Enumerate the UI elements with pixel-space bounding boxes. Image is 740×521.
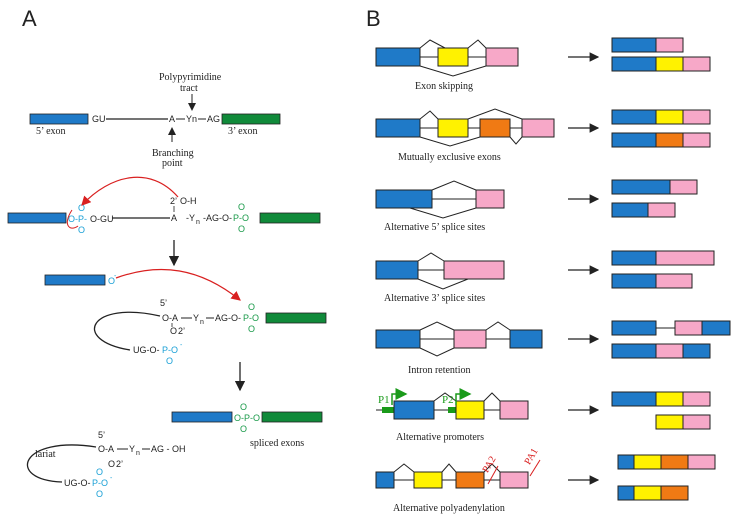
title-alt-promoters: Alternative promoters [396,432,484,443]
svg-text:A: A [171,213,177,223]
svg-text:AG-O-: AG-O- [215,313,241,323]
svg-text:-AG-O-: -AG-O- [203,213,232,223]
exon3-box [221,113,281,125]
branching-label-2: point [162,158,183,169]
yn-label: Yn [186,114,197,124]
svg-text:P-O: P-O [92,478,108,488]
polya-pa2: PA2 [481,455,499,475]
promoter-p1: P1 [378,394,390,406]
svg-text:O: O [248,302,255,312]
title-mutually-exclusive: Mutually exclusive exons [398,152,501,163]
ag-label: AG [207,114,220,124]
svg-text:5’: 5’ [160,298,167,308]
result-arrows [568,52,600,485]
svg-text:P-O: P-O [243,313,259,323]
svg-text:2’: 2’ [116,459,123,469]
svg-text:2’: 2’ [170,196,177,206]
svg-text:-: - [110,475,113,482]
svg-text:O: O [96,467,103,477]
title-intron-retention: Intron retention [408,365,470,376]
svg-text:P-O: P-O [233,213,249,223]
svg-text:O: O [248,324,255,334]
lariat-label: lariat [35,449,56,460]
svg-text:O: O [240,402,247,412]
svg-text:O-H: O-H [180,196,197,206]
row-exon-skipping: Exon skipping [375,37,711,92]
svg-text:n: n [196,219,200,226]
svg-text:O: O [238,224,245,234]
row-alt-promoters: P1 P2 Alternative promoters [376,388,711,443]
title-alt-3-splice: Alternative 3’ splice sites [384,293,485,304]
spliced-exons-label: spliced exons [250,438,304,449]
svg-text:O: O [108,459,115,469]
pre-mrna: GU A Yn AG 5’ exon 3’ exon Polypyrimidin… [29,72,281,169]
polypyrimidine-label-2: tract [180,83,198,94]
row-alt-5-splice: Alternative 5’ splice sites [375,179,698,233]
branching-label-1: Branching [152,148,194,159]
a-label: A [169,114,175,124]
svg-text:O: O [170,326,177,336]
svg-text:-: - [114,273,117,280]
exon5-label: 5’ exon [36,126,66,137]
svg-text:UG-O-: UG-O- [133,345,160,355]
row-intron-retention: Intron retention [375,320,731,376]
exon5-box [29,113,89,125]
svg-text:O: O [78,225,85,235]
svg-text:P-O: P-O [162,345,178,355]
svg-text:Y: Y [193,313,199,323]
svg-text:n: n [136,450,140,457]
svg-text:O: O [238,202,245,212]
step2: O - 5’ O-A Y n AG-O- P-O O O O 2’ UG-O- … [44,268,327,366]
polypyrimidine-label-1: Polypyrimidine [159,72,222,83]
svg-text:O: O [240,424,247,434]
svg-text:O-P-O: O-P-O [234,413,260,423]
svg-text:2’: 2’ [178,326,185,336]
svg-text:O: O [96,489,103,499]
step1: O-P- O-GU O O A 2’ O-H -Y n -AG-O- P-O O… [7,176,321,235]
row-mutually-exclusive: Mutually exclusive exons [375,108,711,163]
row-alt-polya: PA2 PA1 Alternative polyadenylation [375,447,716,514]
gu-label: GU [92,114,106,124]
step3: O-P-O O O spliced exons 5’ O-A Y n AG - … [26,402,323,499]
svg-text:O-A: O-A [162,313,178,323]
title-exon-skipping: Exon skipping [415,81,473,92]
title-alt-5-splice: Alternative 5’ splice sites [384,222,485,233]
title-alt-polya: Alternative polyadenylation [393,503,505,514]
svg-text:O: O [78,203,85,213]
svg-text:Y: Y [129,444,135,454]
exon3-label: 3’ exon [228,126,258,137]
svg-text:n: n [200,319,204,326]
svg-text:O-P-: O-P- [68,214,87,224]
svg-text:-Y: -Y [186,213,195,223]
svg-text:5’: 5’ [98,430,105,440]
svg-text:O-A: O-A [98,444,114,454]
row-alt-3-splice: Alternative 3’ splice sites [375,250,715,304]
svg-text:UG-O-: UG-O- [64,478,91,488]
panel-b-label: B [366,6,381,31]
svg-text:O: O [166,356,173,366]
svg-text:O-GU: O-GU [90,214,114,224]
svg-text:-: - [180,342,183,349]
panel-a-label: A [22,6,37,31]
promoter-p2: P2 [442,394,454,406]
svg-text:O: O [108,276,115,286]
svg-text:AG - OH: AG - OH [151,444,186,454]
